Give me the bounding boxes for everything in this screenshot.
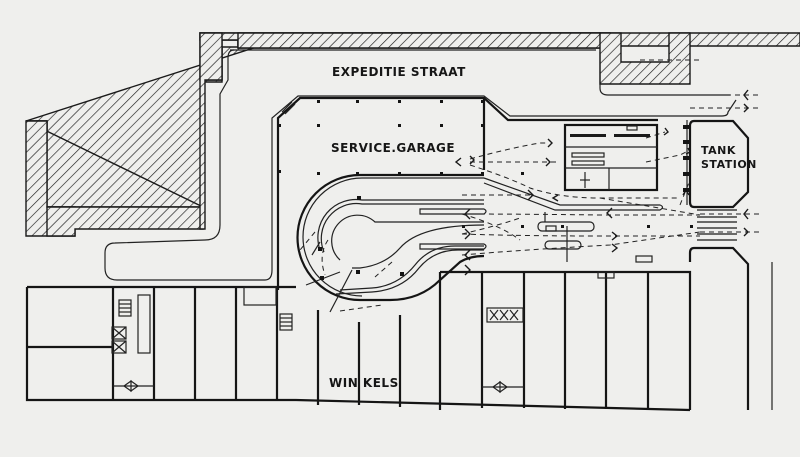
hatched-wall-top [237,32,611,49]
tank-station [683,119,750,410]
hatched-wall-mid [199,32,223,230]
elevator-icon [111,307,524,354]
label-tank: TANK [701,144,736,157]
street-outline [104,49,737,281]
label-station: STATION [701,158,757,171]
door-icon [113,379,524,394]
label-winkels: WIN KELS [329,376,399,390]
stair-icon [118,271,615,331]
spiral-ramp [296,173,487,313]
shops-block [25,262,773,412]
hatched-buildings [25,32,800,237]
label-expeditie-straat: EXPEDITIE STRAAT [332,65,466,79]
label-service-garage: SERVICE.GARAGE [331,141,455,155]
traffic-lanes [454,59,760,276]
service-building [563,123,659,192]
hatched-building-right [599,32,691,85]
hatched-wall-bottom [46,206,204,237]
stair-icon [281,101,296,115]
service-garage [276,96,693,290]
